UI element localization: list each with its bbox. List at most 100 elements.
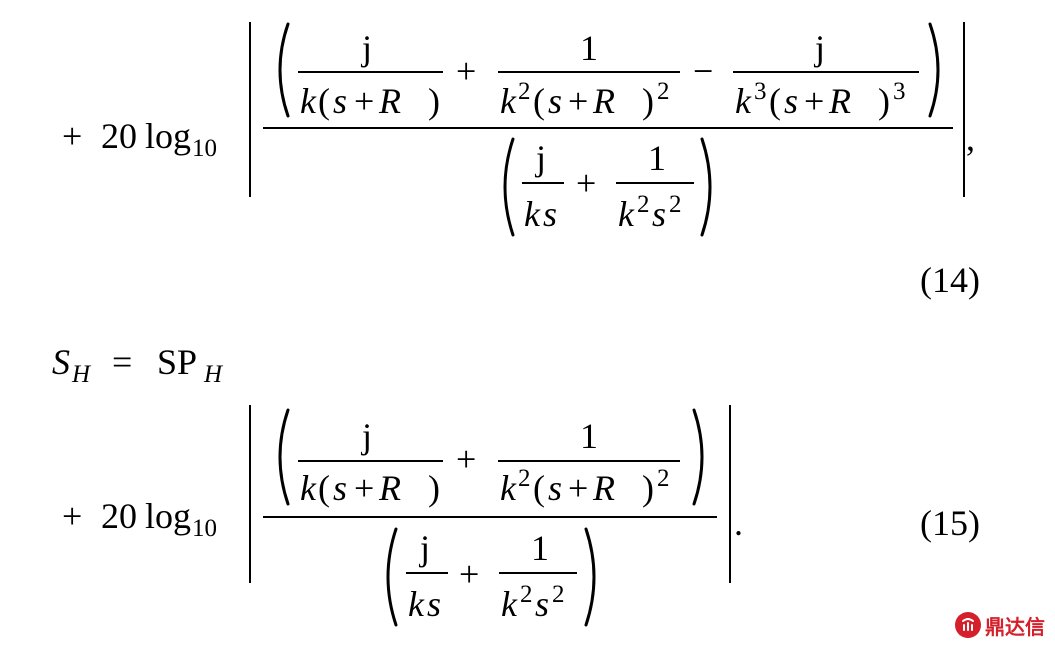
- exponent: 3: [754, 78, 767, 105]
- var-R: R: [593, 81, 615, 121]
- plus-sign: +: [354, 468, 375, 508]
- big-paren-right: [692, 408, 704, 506]
- paren-close: ): [878, 81, 890, 121]
- exponent: 3: [893, 78, 906, 105]
- den-term1-fraction-bar: [406, 572, 448, 574]
- watermark-text: 鼎达信: [985, 614, 1045, 639]
- trailing-period: .: [734, 503, 743, 543]
- paren-open: (: [318, 468, 330, 508]
- var-k: k: [524, 194, 540, 234]
- exponent: 2: [657, 78, 670, 105]
- den-term2-numerator: 1: [531, 528, 549, 568]
- exponent: 2: [657, 465, 670, 492]
- term2-fraction-bar: [498, 71, 680, 73]
- term1-fraction-bar: [298, 460, 443, 462]
- paren-close: ): [642, 468, 654, 508]
- symbol-SP: SP: [157, 342, 198, 382]
- subscript: H: [72, 361, 91, 388]
- var-s: s: [784, 81, 799, 121]
- var-s: s: [652, 194, 667, 234]
- den-term2-numerator: 1: [648, 138, 666, 178]
- var-k: k: [618, 194, 634, 234]
- abs-bar-right: [729, 405, 731, 583]
- paren-open: (: [769, 81, 781, 121]
- plus-sign: +: [568, 468, 589, 508]
- term3-numerator: j: [815, 28, 826, 68]
- var-s: s: [427, 584, 442, 624]
- var-R: R: [593, 468, 615, 508]
- paren-open: (: [533, 468, 545, 508]
- plus-sign: +: [804, 81, 825, 121]
- var-k: k: [501, 584, 517, 624]
- var-s: s: [543, 194, 558, 234]
- abs-bar-left: [249, 22, 251, 197]
- den-term2-fraction-bar: [499, 572, 577, 574]
- plus-sign: +: [456, 51, 477, 91]
- exponent: 2: [520, 581, 533, 608]
- log-function: log: [145, 116, 192, 156]
- abs-bar-right: [963, 22, 965, 197]
- var-k: k: [408, 584, 424, 624]
- trailing-comma: ,: [966, 118, 975, 158]
- term3-fraction-bar: [733, 71, 919, 73]
- log-base: 10: [192, 135, 217, 162]
- equation-number: (15): [920, 503, 980, 543]
- var-R: R: [829, 81, 851, 121]
- var-k: k: [300, 468, 316, 508]
- plus-sign: +: [459, 554, 480, 594]
- exponent: 2: [518, 465, 531, 492]
- var-R: R: [379, 81, 401, 121]
- term2-fraction-bar: [498, 460, 680, 462]
- term1-fraction-bar: [298, 71, 443, 73]
- var-s: s: [548, 81, 563, 121]
- exponent: 2: [669, 191, 682, 218]
- big-paren-right: [928, 22, 940, 118]
- exponent: 2: [637, 191, 650, 218]
- exponent: 2: [518, 78, 531, 105]
- minus-sign: −: [693, 51, 714, 91]
- den-term2-fraction-bar: [616, 182, 694, 184]
- log-base: 10: [192, 515, 217, 542]
- coefficient: 20: [101, 116, 137, 156]
- var-k: k: [500, 468, 516, 508]
- var-k: k: [300, 81, 316, 121]
- var-s: s: [333, 81, 348, 121]
- paren-close: ): [642, 81, 654, 121]
- equation-number: (14): [920, 260, 980, 300]
- abs-bar-left: [249, 405, 251, 583]
- term1-numerator: j: [362, 416, 373, 456]
- plus-sign: +: [568, 81, 589, 121]
- main-fraction-bar: [263, 516, 717, 518]
- plus-sign: +: [576, 163, 597, 203]
- var-k: k: [735, 81, 751, 121]
- main-fraction-bar: [263, 127, 953, 129]
- plus-sign: +: [62, 496, 83, 536]
- term2-numerator: 1: [580, 416, 598, 456]
- var-R: R: [379, 468, 401, 508]
- den-term1-numerator: j: [420, 528, 431, 568]
- var-s: s: [548, 468, 563, 508]
- den-term1-numerator: j: [536, 138, 547, 178]
- big-paren-left: [278, 408, 290, 506]
- paren-close: ): [428, 468, 440, 508]
- plus-sign: +: [354, 81, 375, 121]
- paren-open: (: [533, 81, 545, 121]
- big-paren-right: [700, 137, 712, 237]
- den-term1-fraction-bar: [522, 182, 564, 184]
- var-S: S: [52, 342, 70, 382]
- watermark: 鼎达信: [955, 611, 1045, 639]
- term2-numerator: 1: [580, 28, 598, 68]
- var-s: s: [333, 468, 348, 508]
- plus-sign: +: [62, 116, 83, 156]
- dingdaxin-logo-icon: [955, 612, 981, 638]
- equals-sign: =: [112, 342, 133, 382]
- coefficient: 20: [101, 496, 137, 536]
- log-function: log: [145, 496, 192, 536]
- var-k: k: [500, 81, 516, 121]
- exponent: 2: [552, 581, 565, 608]
- big-paren-left: [278, 22, 290, 118]
- term1-numerator: j: [362, 28, 373, 68]
- var-s: s: [535, 584, 550, 624]
- big-paren-right: [584, 527, 596, 627]
- paren-close: ): [428, 81, 440, 121]
